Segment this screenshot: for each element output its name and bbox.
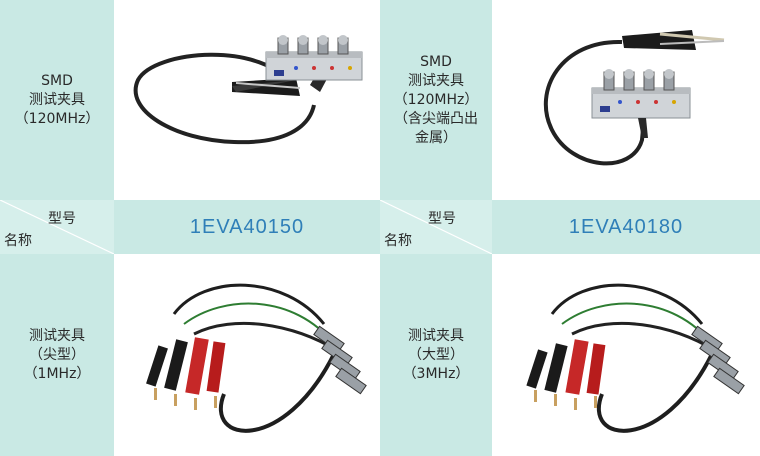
label-line: （120MHz） <box>14 110 100 127</box>
label-line: （1MHz） <box>23 365 91 382</box>
product-image-smd-tweezers-metal <box>492 0 760 200</box>
label-line: （尖型） <box>29 346 85 363</box>
label-line: 测试夹具 <box>29 327 85 344</box>
label-line: SMD <box>41 72 73 89</box>
model-number: 1EVA40150 <box>114 200 380 254</box>
product-image-kelvin-clips-sharp <box>114 254 380 456</box>
product-label-smd-120mhz: SMD 测试夹具 （120MHz） <box>0 0 114 200</box>
column-header-diagonal: 型号 名称 <box>0 200 114 254</box>
column-header-diagonal: 型号 名称 <box>380 200 492 254</box>
label-line: （含尖端凸出 <box>394 110 478 127</box>
product-image-kelvin-clips-large <box>492 254 760 456</box>
label-line: 金属） <box>415 129 457 146</box>
label-line: 测试夹具 <box>408 72 464 89</box>
label-line: 测试夹具 <box>29 91 85 108</box>
product-label-smd-120mhz-metal: SMD 测试夹具 （120MHz） （含尖端凸出 金属） <box>380 0 492 200</box>
model-number: 1EVA40180 <box>492 200 760 254</box>
product-label-clip-large: 测试夹具 （大型） （3MHz） <box>380 254 492 456</box>
model-header: 型号 <box>48 211 76 227</box>
name-header: 名称 <box>384 233 412 249</box>
model-header: 型号 <box>428 211 456 227</box>
label-line: （大型） <box>408 346 464 363</box>
label-line: （120MHz） <box>393 91 479 108</box>
label-line: SMD <box>420 53 452 70</box>
name-header: 名称 <box>4 233 32 249</box>
product-image-smd-tweezers <box>114 0 380 200</box>
label-line: 测试夹具 <box>408 327 464 344</box>
product-label-clip-sharp: 测试夹具 （尖型） （1MHz） <box>0 254 114 456</box>
label-line: （3MHz） <box>402 365 470 382</box>
